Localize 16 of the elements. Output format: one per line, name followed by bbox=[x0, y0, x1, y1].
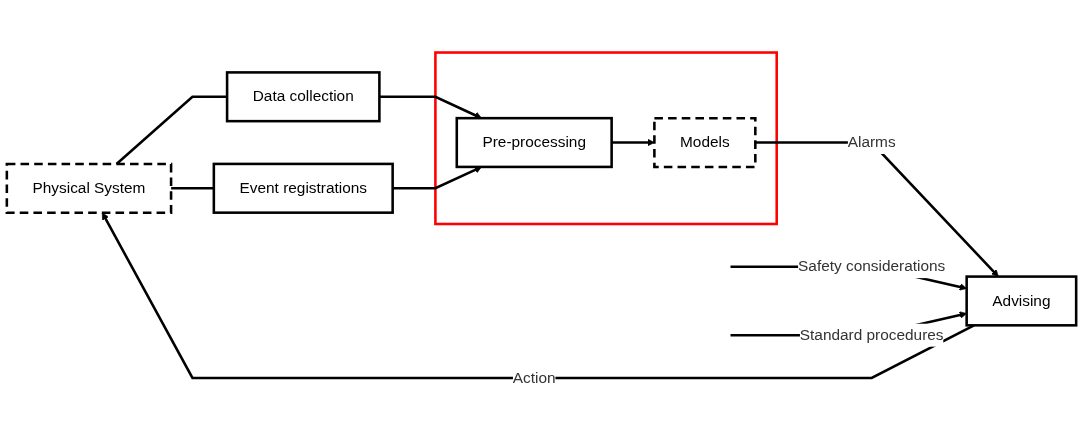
node-box: Event registrations bbox=[212, 162, 394, 214]
node-box: Advising bbox=[965, 275, 1078, 327]
arrow bbox=[755, 141, 999, 277]
node-box: Pre-processing bbox=[455, 116, 613, 169]
edge-label: Standard procedures bbox=[799, 326, 944, 344]
node-box: Models bbox=[653, 116, 757, 169]
arrow bbox=[379, 95, 482, 119]
connector bbox=[171, 187, 214, 190]
arrow bbox=[392, 166, 482, 190]
arrow bbox=[101, 212, 975, 380]
cluster bbox=[434, 51, 778, 226]
edge-label: Action bbox=[512, 368, 556, 387]
arrow bbox=[611, 138, 655, 147]
node-box: Data collection bbox=[225, 71, 381, 123]
edge-label: Alarms bbox=[847, 133, 896, 151]
node-box: Physical System bbox=[5, 162, 173, 214]
